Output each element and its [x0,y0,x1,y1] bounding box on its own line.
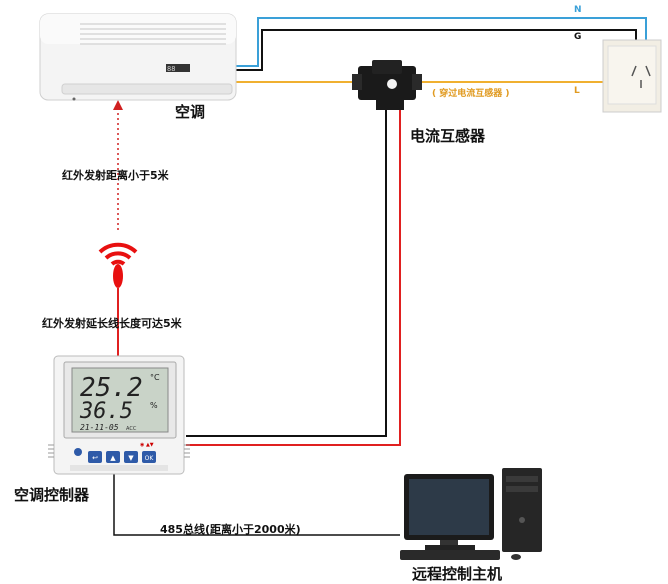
wire-n [236,17,647,74]
label-ct-through: ( 穿过电流互感器 ) [432,89,510,99]
lcd-date: 21-11-05 [80,423,119,432]
label-ac-controller: 空调控制器 [14,486,90,504]
ac-controller [48,355,190,475]
ct-wire-black [186,108,387,437]
lcd-mark: ACC [126,426,137,432]
label-ir-distance: 红外发射距离小于5米 [62,169,169,182]
ct-wire-red [186,108,401,446]
lcd-humidity-unit: % [150,401,158,410]
controller-button-down[interactable] [124,451,138,463]
controller-top-mark: ◉ ▲▼ [140,442,154,448]
controller-buttons: ↩ ▲ ▼ OK [88,451,156,463]
bus-wire [113,474,400,536]
controller-button-ok[interactable] [142,451,156,463]
wire-l [236,76,627,83]
lcd-temperature: 25.2 [80,373,143,403]
ac-panel-display: 88 [167,65,175,73]
label-wire-l: L [574,86,580,96]
lcd-humidity: 36.5 [79,399,133,424]
wires [113,17,647,536]
label-ir-extension: 红外发射延长线长度可达5米 [42,317,182,330]
ir-arrow-head [113,100,123,110]
remote-host-computer [400,468,542,560]
ir-signal-icon [98,242,138,288]
label-remote-host: 远程控制主机 [412,565,503,583]
air-conditioner [39,13,237,101]
lcd-temperature-unit: °C [150,373,160,382]
controller-button-back[interactable] [88,451,102,463]
wall-socket [602,39,662,113]
controller-button-up-label: ▲ [110,454,116,462]
controller-button-down-label: ▼ [128,454,134,462]
label-wire-g: G [574,32,582,42]
label-air-conditioner: 空调 [175,103,206,121]
label-wire-n: N [574,5,582,15]
label-current-transformer: 电流互感器 [410,127,486,145]
label-485-bus: 485总线(距离小于2000米) [160,523,301,536]
current-transformer [352,60,422,110]
controller-button-ok-label: OK [145,455,155,462]
controller-button-up[interactable] [106,451,120,463]
controller-button-back-label: ↩ [92,454,98,462]
